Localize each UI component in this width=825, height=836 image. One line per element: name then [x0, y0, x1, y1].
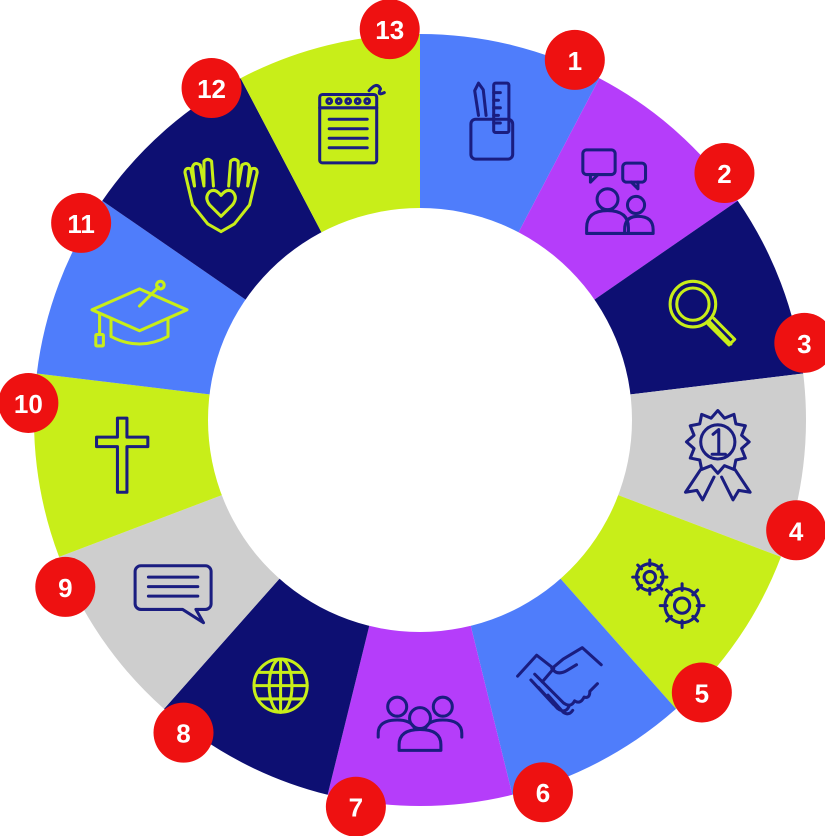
number-badge-11: 11 — [51, 192, 112, 253]
cross-icon — [95, 416, 150, 494]
number-badge-circle — [0, 372, 59, 433]
notepad-icon — [318, 83, 386, 165]
number-badge-5: 5 — [671, 662, 732, 723]
wheel-segment-3 — [591, 200, 804, 395]
number-badge-circle — [544, 29, 605, 90]
number-badge-6: 6 — [512, 762, 573, 823]
number-badge-circle — [51, 192, 112, 253]
number-badge-9: 9 — [35, 556, 96, 617]
number-badge-label: 11 — [67, 209, 95, 239]
chat-bubble-icon — [133, 564, 213, 625]
number-badge-13: 13 — [359, 0, 420, 60]
wheel-segment-9 — [59, 493, 283, 709]
wheel-segment-1 — [420, 34, 600, 236]
pencil-ruler-cup-icon — [469, 81, 515, 161]
number-badge-7: 7 — [325, 776, 386, 836]
number-badge-12: 12 — [181, 58, 242, 119]
number-badge-circle — [359, 0, 420, 60]
gears-icon — [631, 558, 706, 629]
number-badge-circle — [774, 312, 825, 373]
number-badge-label: 8 — [176, 719, 190, 749]
number-badge-circle — [181, 58, 242, 119]
number-badge-circle — [671, 662, 732, 723]
number-badge-circle — [766, 500, 825, 561]
handshake-icon — [516, 646, 603, 716]
number-badge-label: 10 — [14, 389, 43, 419]
number-badge-label: 1 — [568, 46, 582, 76]
number-badge-label: 7 — [349, 793, 363, 823]
number-badge-label: 13 — [375, 15, 404, 45]
number-badge-4: 4 — [766, 500, 825, 561]
graduation-cap-icon — [90, 279, 189, 348]
number-badge-label: 6 — [536, 778, 550, 808]
wheel-segment-10 — [34, 373, 226, 557]
number-badge-circle — [694, 143, 755, 204]
award-ribbon-icon — [683, 409, 752, 502]
group-people-icon — [376, 695, 464, 752]
number-badge-label: 12 — [197, 74, 226, 104]
magnifying-glass-icon — [668, 279, 737, 347]
number-badge-10: 10 — [0, 372, 59, 433]
number-badge-label: 5 — [695, 678, 709, 708]
caring-hands-heart-icon — [183, 157, 259, 234]
number-badge-label: 3 — [797, 329, 811, 359]
number-badge-circle — [512, 762, 573, 823]
number-badge-3: 3 — [774, 312, 825, 373]
center-hole — [208, 208, 632, 632]
number-badge-2: 2 — [694, 143, 755, 204]
number-badge-circle — [153, 702, 214, 763]
number-badge-8: 8 — [153, 702, 214, 763]
number-badge-label: 4 — [789, 516, 804, 546]
number-badge-circle — [325, 776, 386, 836]
wheel-segment-5 — [557, 493, 781, 709]
wheel-segment-7 — [327, 621, 513, 806]
number-badge-label: 2 — [717, 159, 731, 189]
number-badge-circle — [35, 556, 96, 617]
wheel-segment-6 — [469, 575, 676, 795]
number-badge-1: 1 — [544, 29, 605, 90]
number-badge-label: 9 — [58, 573, 72, 603]
discussion-people-icon — [581, 148, 655, 235]
wheel-segment-2 — [516, 78, 738, 302]
globe-icon — [252, 657, 309, 714]
